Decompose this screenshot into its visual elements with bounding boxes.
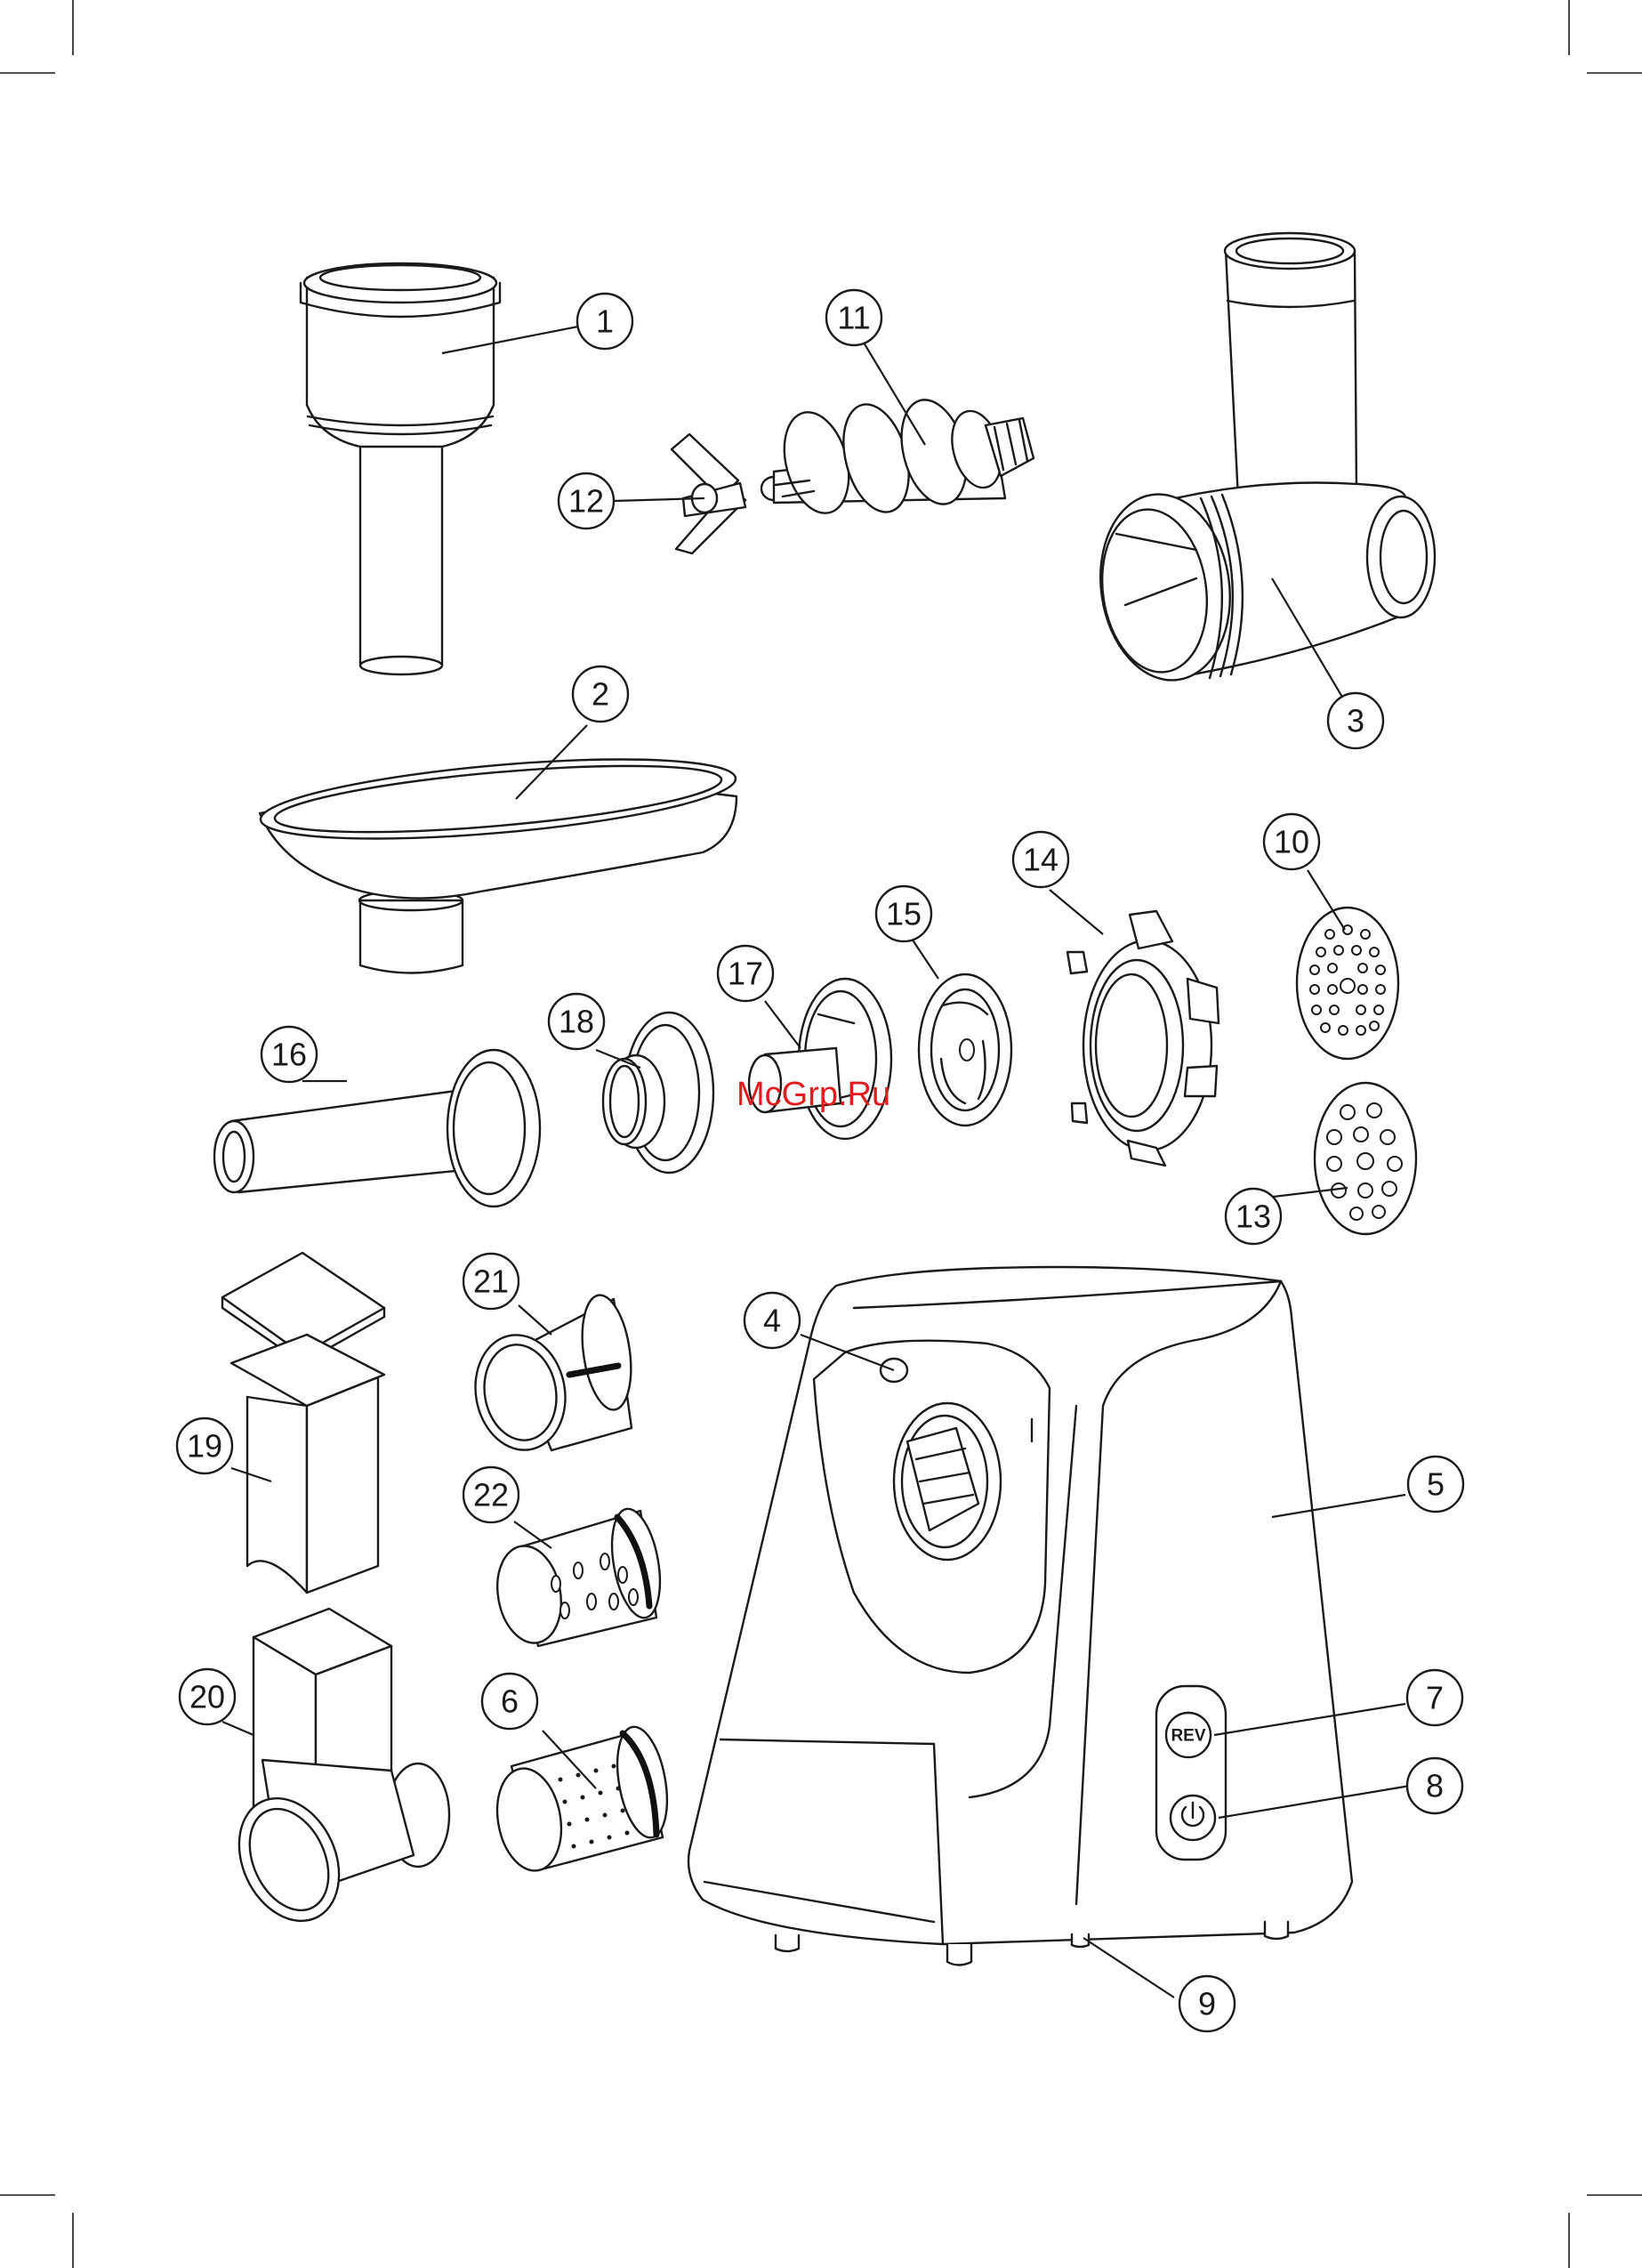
part-auger [761,392,1034,521]
part-spacer [919,974,1011,1126]
part-tray [258,745,739,973]
part-slicing-drum [466,1292,637,1457]
callout-6: 6 [482,1674,537,1729]
callout-12-label: 12 [568,483,604,520]
callout-15: 15 [876,886,931,941]
reverse-button-label: REV [1171,1727,1205,1746]
callout-2: 2 [573,666,628,722]
callout-9: 9 [1179,1976,1235,2031]
callout-5: 5 [1408,1457,1463,1512]
callout-8: 8 [1407,1758,1462,1813]
callout-14: 14 [1013,832,1068,887]
callout-21-label: 21 [473,1263,509,1300]
callout-19-label: 19 [187,1428,222,1465]
callout-11-label: 11 [837,300,870,336]
callout-14-label: 14 [1023,842,1058,878]
callout-3: 3 [1328,693,1383,748]
callout-19: 19 [177,1418,232,1473]
callout-4: 4 [745,1293,800,1348]
part-grinder-head [1089,233,1435,689]
callout-5-label: 5 [1427,1466,1445,1503]
part-coarse-drum [490,1505,667,1649]
callout-4-label: 4 [763,1303,781,1339]
callout-10-label: 10 [1274,824,1309,860]
part-motor-base [688,1267,1352,1965]
callout-7-label: 7 [1426,1680,1444,1716]
callout-20: 20 [180,1669,235,1724]
callout-16-label: 16 [271,1037,307,1073]
callout-1-label: 1 [596,303,614,340]
callout-18: 18 [549,994,604,1049]
watermark: McGrp.Ru [736,1076,890,1113]
callout-9-label: 9 [1198,1986,1216,2022]
callout-13-label: 13 [1236,1199,1271,1235]
part-kebbe-cone [749,979,891,1139]
callout-3-label: 3 [1347,703,1364,739]
part-fine-drum [489,1723,674,1876]
callout-13: 13 [1226,1189,1281,1244]
callout-21: 21 [463,1254,519,1309]
part-sausage-horn [214,1050,540,1207]
callout-22: 22 [463,1467,519,1522]
callout-20-label: 20 [189,1679,225,1715]
part-shredder-pusher [222,1253,384,1593]
callout-10: 10 [1264,814,1319,869]
part-coarse-plate [1315,1083,1416,1234]
callout-11: 11 [826,290,881,345]
part-pusher [301,263,500,674]
part-shredder-housing [220,1609,449,1937]
part-kebbe-ring [603,1013,713,1173]
callout-17-label: 17 [728,956,763,992]
callout-2-label: 2 [592,676,609,713]
callout-22-label: 22 [473,1477,509,1513]
callout-17: 17 [718,946,773,1001]
part-cross-blade [672,434,745,553]
callout-7: 7 [1407,1670,1462,1725]
callout-15-label: 15 [886,896,922,932]
callout-18-label: 18 [559,1004,594,1040]
callout-16: 16 [262,1027,317,1082]
callout-6-label: 6 [501,1683,519,1720]
callout-1: 1 [577,294,632,349]
callout-12: 12 [559,473,614,529]
part-fine-plate [1297,908,1398,1059]
part-ring-nut [1067,911,1219,1166]
callout-8-label: 8 [1426,1768,1444,1804]
